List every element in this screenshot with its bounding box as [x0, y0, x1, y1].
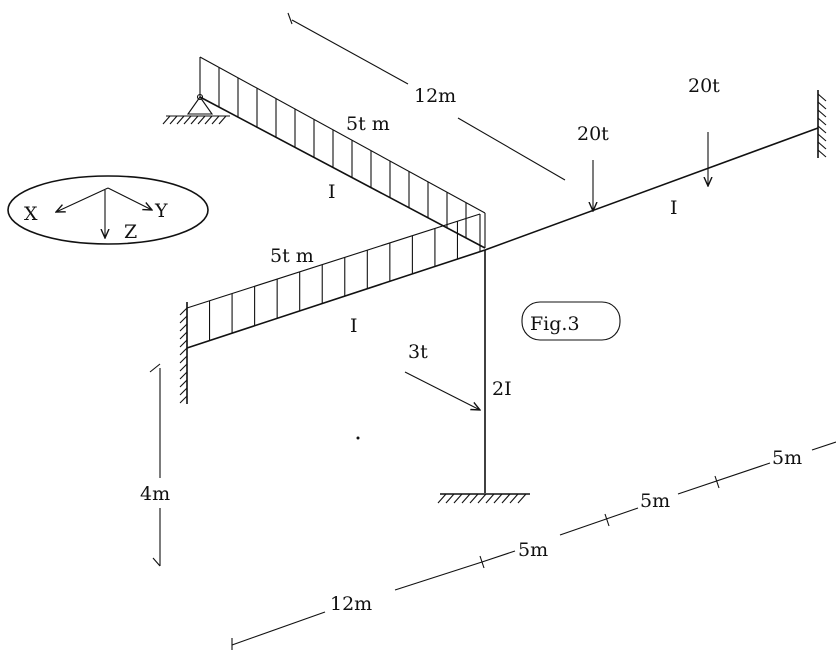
fixed-wall-right	[817, 90, 827, 158]
hatch-line	[817, 133, 827, 142]
dim-seg-2-label: 5m	[640, 490, 670, 512]
hatch-line	[179, 371, 188, 380]
back-beam-line	[199, 96, 486, 249]
hatch-line	[179, 339, 188, 348]
hatch-line	[176, 115, 185, 125]
front-udl-label: 5t m	[270, 245, 314, 267]
dim-top-span: 12m	[287, 12, 566, 181]
y-axis-label: Y	[154, 200, 168, 222]
front-udl-ordinates	[208, 214, 481, 341]
fixed-wall-left	[179, 302, 188, 404]
back-udl-top	[199, 56, 486, 214]
column: 2I 3t	[404, 250, 530, 504]
fixed-base	[437, 493, 530, 504]
right-beam-section: I	[670, 197, 678, 219]
dim-seg-3-label: 5m	[772, 447, 802, 469]
back-beam-section: I	[328, 181, 336, 203]
axis-ellipse	[7, 175, 209, 245]
hatch-line	[179, 315, 188, 324]
figure-label-text: Fig.3	[530, 313, 580, 335]
y-axis-arrow	[107, 187, 152, 210]
hatch-line	[437, 493, 447, 504]
hatch-line	[162, 115, 171, 125]
front-beam-section: I	[350, 315, 358, 337]
hatch-line	[183, 115, 192, 125]
back-udl-ordinates	[218, 67, 486, 248]
hatch-line	[179, 307, 188, 316]
x-axis-arrow	[56, 187, 109, 212]
hatch-line	[218, 115, 227, 125]
hatch-line	[485, 493, 495, 504]
dim-bottom-12m-label: 12m	[330, 593, 372, 615]
hatch-line	[179, 395, 188, 404]
hatch-line	[477, 493, 487, 504]
hatch-line	[817, 149, 827, 158]
hatch-line	[817, 117, 827, 126]
dim-seg-1-label: 5m	[518, 539, 548, 561]
z-axis-label: Z	[124, 221, 137, 243]
back-udl-label: 5t m	[346, 113, 390, 135]
hatch-line	[445, 493, 455, 504]
dim-height-label: 4m	[140, 483, 170, 505]
hatch-line	[493, 493, 503, 504]
hatch-line	[469, 493, 479, 504]
hatch-line	[179, 363, 188, 372]
hatch-line	[190, 115, 199, 125]
point-load-1-label: 20t	[577, 123, 609, 145]
front-beam-line	[186, 249, 486, 349]
hatch-line	[509, 493, 519, 504]
hatch-line	[461, 493, 471, 504]
front-beam: 5t m I	[179, 213, 486, 404]
stray-mark	[356, 436, 360, 440]
hatch-line	[817, 101, 827, 110]
hatch-line	[179, 355, 188, 364]
hatch-line	[197, 115, 206, 125]
dim-bottom: 12m 5m 5m 5m	[231, 441, 836, 650]
hatch-line	[179, 379, 188, 388]
hatch-line	[204, 115, 213, 125]
dim-height: 4m	[140, 363, 170, 567]
back-beam: 5t m I	[162, 56, 486, 249]
pin-support	[162, 93, 230, 125]
lateral-load-arrow	[404, 371, 480, 410]
x-axis-label: X	[24, 203, 38, 225]
figure-label: Fig.3	[521, 301, 621, 341]
hatch-line	[179, 323, 188, 332]
hatch-line	[817, 109, 827, 118]
hatch-line	[817, 93, 827, 102]
hatch-line	[517, 493, 527, 504]
point-load-2-label: 20t	[688, 75, 720, 97]
hatch-line	[179, 331, 188, 340]
hatch-line	[179, 347, 188, 356]
hatch-line	[179, 387, 188, 396]
hatch-line	[211, 115, 220, 125]
hatch-line	[817, 125, 827, 134]
hatch-line	[453, 493, 463, 504]
dim-top-span-label: 12m	[414, 85, 456, 107]
hatch-line	[501, 493, 511, 504]
right-beam: I 20t 20t	[484, 75, 827, 251]
hatch-line	[817, 141, 827, 150]
right-beam-line	[484, 127, 819, 251]
lateral-load-label: 3t	[408, 341, 428, 363]
hatch-line	[169, 115, 178, 125]
column-section: 2I	[492, 378, 512, 400]
axis-legend: X Y Z	[7, 175, 209, 245]
front-udl-top	[186, 213, 481, 309]
